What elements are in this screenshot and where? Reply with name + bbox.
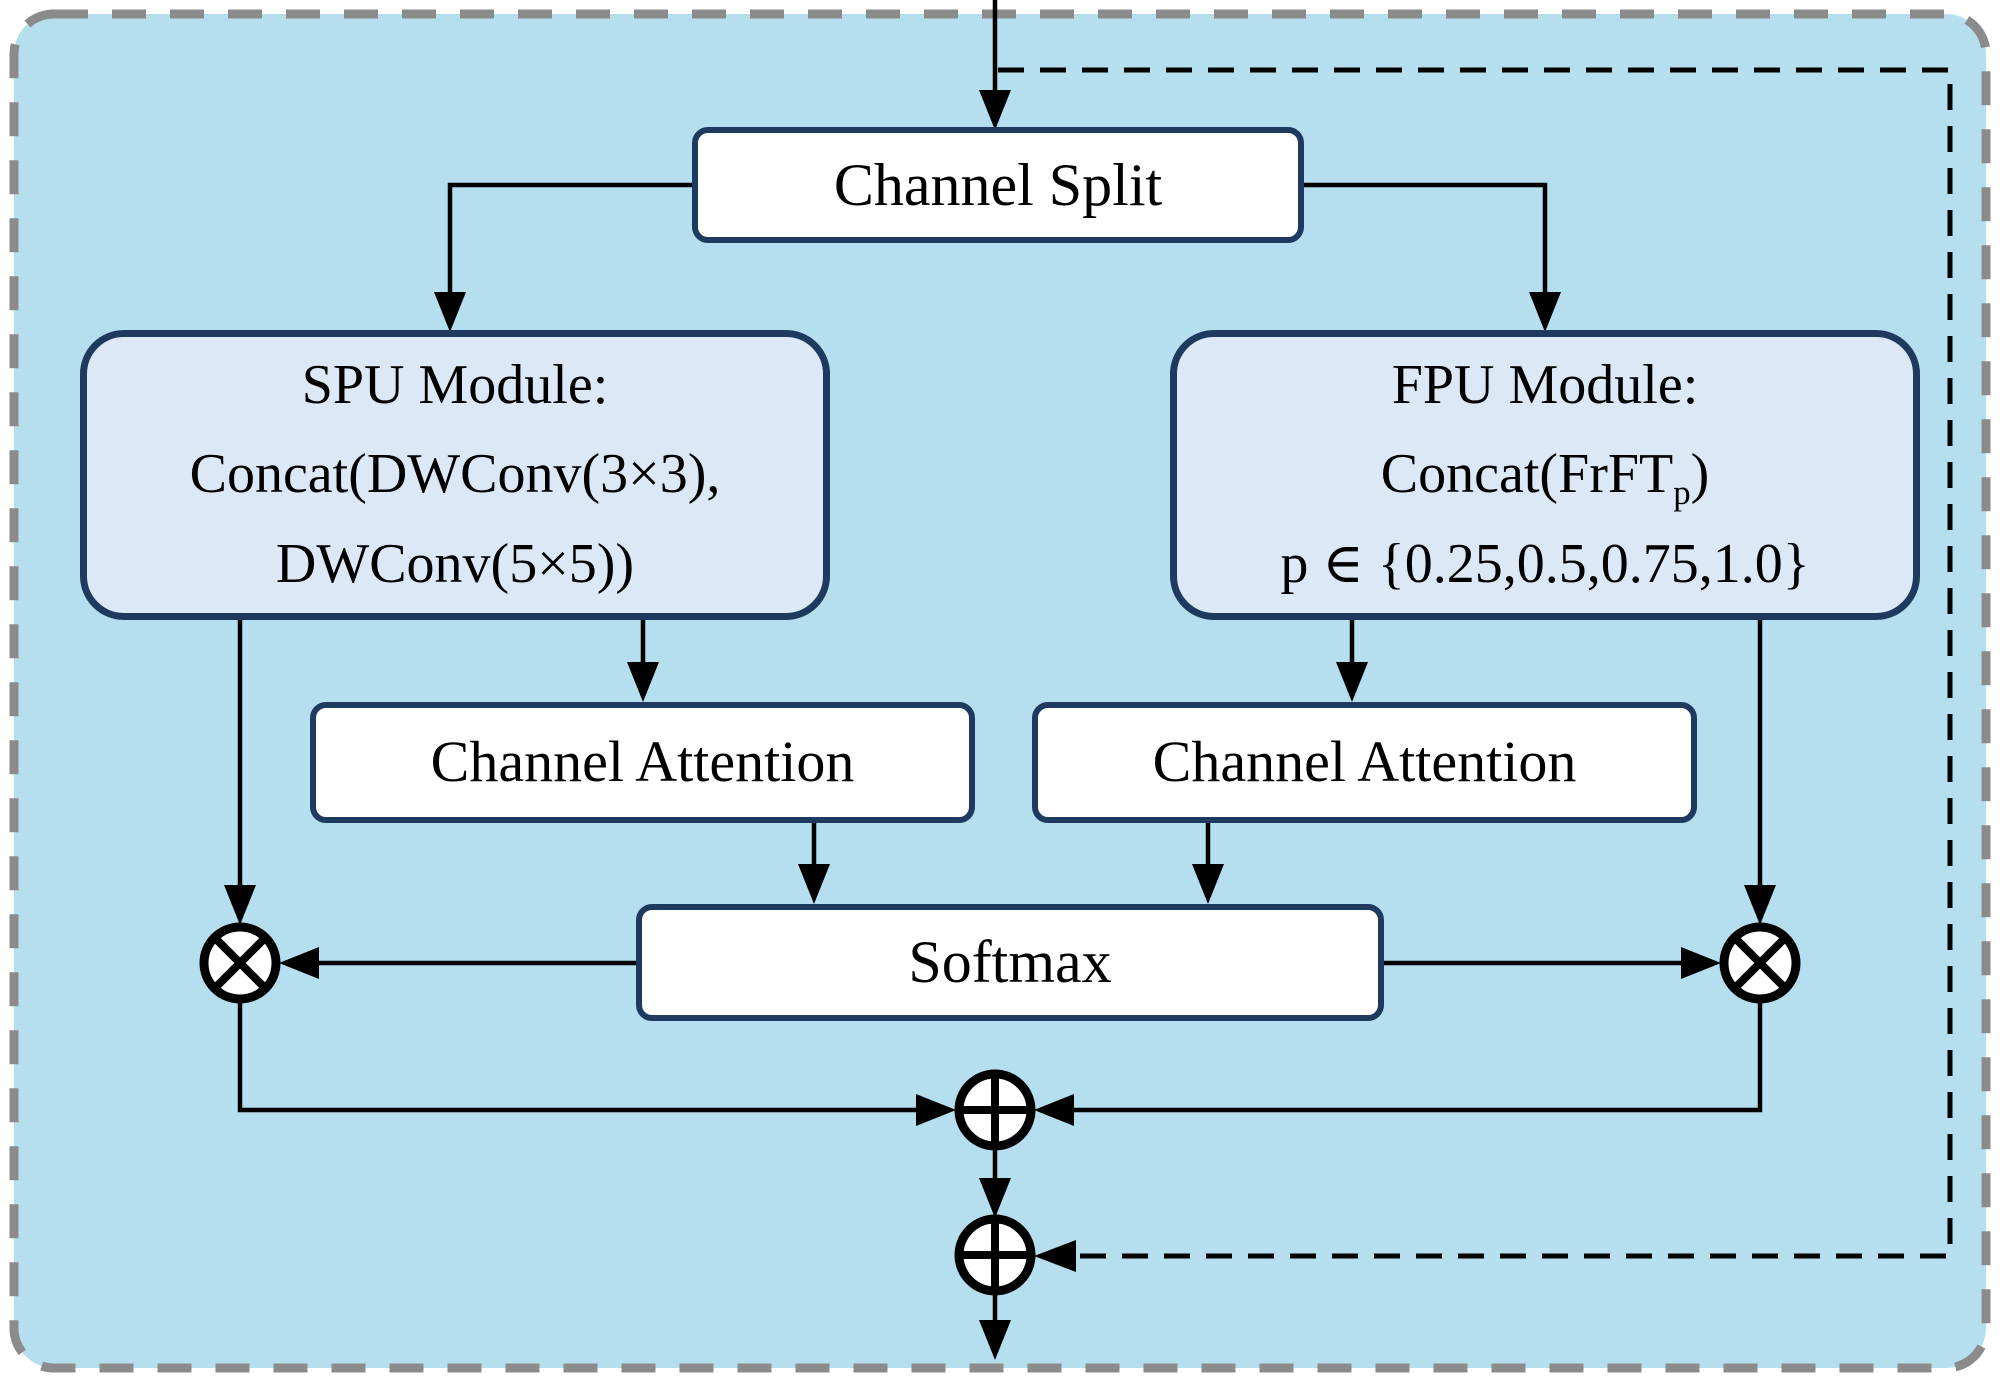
multiply-right-operator-icon [1719,922,1801,1004]
fpu-module-line3: p ∈ {0.25,0.5,0.75,1.0} [1280,532,1810,595]
softmax-node: Softmax [636,904,1384,1021]
fpu-module-node: FPU Module: Concat(FrFTp) p ∈ {0.25,0.5,… [1170,330,1920,620]
add-bottom-operator-icon [954,1214,1036,1296]
multiply-right-to-add-arrowhead-icon [1034,1094,1074,1126]
attention-left-to-softmax-arrowhead-icon [798,864,830,904]
fpu-to-attention-arrowhead-icon [1336,662,1368,702]
spu-module-line1: SPU Module: [301,353,609,416]
spu-module-line2: Concat(DWConv(3×3), [189,443,721,506]
add-to-add-arrowhead-icon [979,1178,1011,1218]
split-to-fpu-line [1304,182,1548,294]
spu-to-attention-arrowhead-icon [627,662,659,702]
multiply-left-to-add-line [237,1000,916,1113]
channel-split-node: Channel Split [692,127,1304,243]
channel-split-label: Channel Split [833,151,1163,218]
channel-attention-right-node: Channel Attention [1032,702,1697,823]
attention-right-to-softmax-arrowhead-icon [1192,864,1224,904]
fpu-frft-subscript: p [1673,473,1691,513]
multiply-right-to-add-line [1074,1000,1763,1113]
softmax-to-right-multiply-arrowhead-icon [1681,947,1721,979]
split-to-spu-arrowhead-icon [434,292,466,332]
split-to-fpu-arrowhead-icon [1529,292,1561,332]
fpu-module-line2: Concat(FrFTp) [1381,430,1709,520]
skip-connection-dashed-line [998,67,1953,1259]
fpu-to-multiply-arrowhead-icon [1744,885,1776,925]
fpu-frft-pre: Concat(FrFT [1380,443,1674,506]
channel-attention-left-label: Channel Attention [430,729,855,795]
fpu-frft-post: ) [1690,443,1710,506]
multiply-left-operator-icon [199,922,281,1004]
channel-attention-right-label: Channel Attention [1152,729,1577,795]
skip-connection-arrowhead-icon [1034,1240,1076,1272]
softmax-to-left-multiply-arrowhead-icon [279,947,319,979]
softmax-label: Softmax [908,929,1112,995]
fpu-module-line1: FPU Module: [1391,353,1699,416]
spu-to-multiply-arrowhead-icon [224,885,256,925]
spu-module-node: SPU Module: Concat(DWConv(3×3), DWConv(5… [80,330,830,620]
add-top-operator-icon [954,1069,1036,1151]
spu-module-line3: DWConv(5×5)) [275,532,635,595]
split-to-spu-line [447,182,692,294]
channel-attention-left-node: Channel Attention [310,702,975,823]
output-arrowhead-icon [979,1320,1011,1360]
input-arrowhead-icon [979,90,1011,130]
multiply-left-to-add-arrowhead-icon [916,1094,956,1126]
